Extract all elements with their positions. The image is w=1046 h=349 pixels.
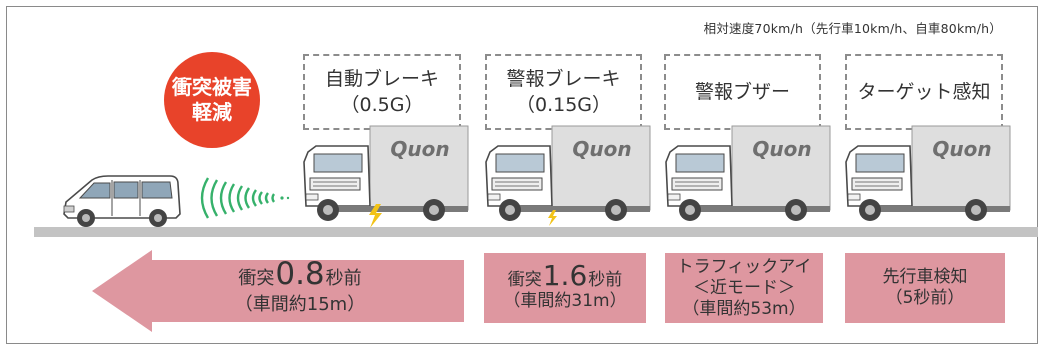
stage-label: 自動ブレーキ [324, 68, 439, 90]
timing-box-1-6s: 衝突1.6秒前 （車間約31m） [484, 253, 646, 323]
stage-box-warning-buzzer: 警報ブザー [664, 54, 821, 130]
stage-label: 警報ブザー [694, 81, 790, 103]
truck-brand: Quon [932, 137, 991, 161]
badge-line-1: 衝突被害 [172, 75, 252, 99]
timing-box-traffic-eye: トラフィックアイ ＜近モード＞ （車間約53m） [665, 253, 823, 323]
stage-box-auto-brake: 自動ブレーキ （0.5G） [303, 54, 461, 130]
truck-icon: Quon [845, 125, 1011, 221]
box-line-1: 先行車検知 [882, 267, 968, 287]
arrow-distance: （車間約15m） [234, 293, 366, 315]
stage-label: 警報ブレーキ [506, 68, 621, 90]
arrow-time: 衝突0.8秒前 [238, 255, 362, 292]
stage-box-warning-brake: 警報ブレーキ （0.15G） [485, 54, 642, 130]
box-time: 衝突1.6秒前 [507, 258, 623, 292]
truck-icon: Quon [485, 125, 651, 221]
truck-brand: Quon [572, 137, 631, 161]
brake-spark-icon [548, 210, 557, 226]
stage-sublabel: （0.15G） [515, 94, 612, 116]
arrow-label: 衝突0.8秒前 （車間約15m） [180, 256, 420, 322]
badge-line-2: 軽減 [192, 100, 232, 124]
stage-sublabel: （0.5G） [340, 94, 424, 116]
timeline-arrow [92, 250, 464, 332]
relative-speed-caption: 相対速度70km/h（先行車10km/h、自車80km/h） [703, 21, 1002, 36]
truck-brand: Quon [390, 137, 449, 161]
box-line-2: （5秒前） [885, 288, 965, 308]
sensor-wave-icon [200, 177, 290, 219]
stage-box-target-detection: ターゲット感知 [845, 54, 1003, 130]
collision-mitigation-badge: 衝突被害 軽減 [164, 52, 260, 148]
truck-icon: Quon [303, 125, 469, 221]
box-line-2: ＜近モード＞ [693, 277, 795, 298]
road [34, 227, 1038, 237]
arrow-seconds-value: 0.8 [275, 255, 325, 292]
diagram-frame [6, 6, 1038, 344]
box-distance: （車間約31m） [503, 290, 627, 311]
van-icon [63, 175, 181, 227]
box-line-1: トラフィックアイ [676, 256, 812, 277]
brake-spark-icon [369, 204, 382, 228]
truck-icon: Quon [665, 125, 831, 221]
box-line-3: （車間約53m） [682, 298, 806, 319]
truck-brand: Quon [752, 137, 811, 161]
stage-label: ターゲット感知 [857, 81, 991, 103]
timing-box-detection: 先行車検知 （5秒前） [845, 253, 1005, 323]
box-seconds-value: 1.6 [542, 258, 588, 292]
